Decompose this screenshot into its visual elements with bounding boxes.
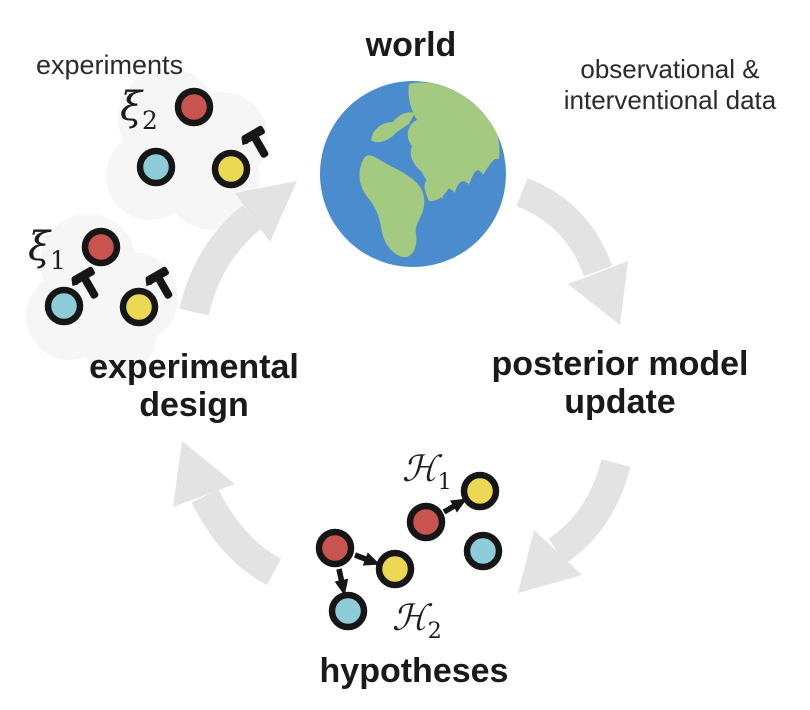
h2-edge-red-to-yellow [354, 552, 381, 566]
xi1-node-yellow [119, 287, 159, 327]
xi1-node-red [81, 227, 121, 267]
posterior-update-line1: posterior model [491, 345, 749, 383]
xi2-node-red [174, 87, 214, 127]
world-title: world [365, 26, 457, 64]
h1-node-red [406, 502, 446, 542]
xi2-symbol: ξ2 [120, 84, 158, 133]
data-annotation-line1: observational & [580, 54, 760, 84]
data-annotation-line2: interventional data [563, 85, 777, 115]
xi1-node-cyan [44, 286, 84, 326]
h1-symbol-subscript: 1 [437, 469, 452, 496]
posterior-update-line2: update [564, 383, 676, 421]
xi1-symbol-subscript: 1 [50, 246, 66, 275]
arrow-posterior-to-hypotheses [518, 459, 631, 593]
xi2-node-cyan [136, 147, 176, 187]
experimental-design-line1: experimental [89, 348, 299, 386]
earth-globe-icon [320, 81, 506, 267]
xi2-symbol-letter: ξ [120, 84, 143, 130]
xi2-symbol-subscript: 2 [142, 106, 158, 135]
experiments-label: experiments [36, 50, 184, 80]
h2-symbol-letter: ℋ [392, 598, 428, 639]
data-annotation: observational & interventional data [564, 54, 776, 116]
h1-node-yellow [460, 471, 500, 511]
xi1-symbol: ξ1 [28, 224, 66, 273]
experimental-design-line2: design [139, 386, 249, 424]
h2-edge-red-to-cyan [334, 568, 349, 596]
posterior-update-label: posterior model update [492, 345, 749, 421]
h1-edge-red-to-yellow [442, 498, 468, 515]
xi1-symbol-letter: ξ [28, 224, 51, 270]
h1-node-cyan [463, 531, 503, 571]
h2-node-cyan [328, 591, 368, 631]
h2-node-yellow [375, 549, 415, 589]
arrow-world-to-posterior [516, 178, 628, 325]
h1-symbol: ℋ1 [402, 449, 452, 493]
arrow-hypotheses-to-design [173, 441, 282, 586]
h1-symbol-letter: ℋ [402, 449, 438, 490]
h2-symbol: ℋ2 [392, 598, 442, 642]
experimental-design-label: experimental design [89, 348, 299, 424]
h2-symbol-subscript: 2 [427, 618, 442, 645]
xi2-node-yellow [211, 149, 251, 189]
h2-node-red [315, 528, 355, 568]
hypotheses-label: hypotheses [319, 652, 509, 690]
arrow-experiments-to-world [179, 181, 297, 316]
